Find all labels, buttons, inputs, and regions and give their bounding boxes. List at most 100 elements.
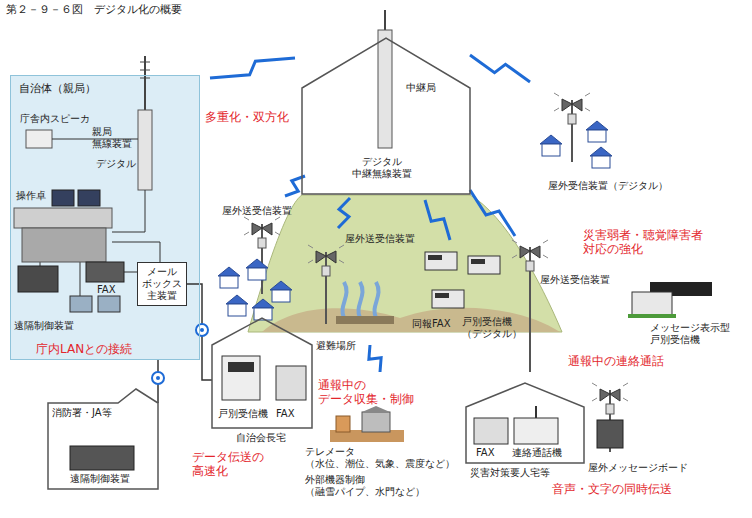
building-outline: [212, 318, 312, 428]
receiver: [632, 292, 672, 316]
sound-mark: [623, 383, 628, 401]
mountain: [248, 195, 562, 332]
text-line: （水位、潮位、気象、震度など）: [305, 458, 455, 470]
sound-mark: [543, 240, 548, 258]
text-line: 操作卓: [16, 190, 46, 202]
text-line: 通報中の連絡通話: [568, 354, 664, 368]
text-line: データ収集・制御: [318, 392, 414, 406]
console-desk: [14, 208, 112, 228]
pole: [325, 252, 327, 324]
part-label: 親局 無線装置: [92, 126, 132, 150]
sound-mark: [339, 245, 344, 263]
house-roof: [226, 295, 248, 304]
node-text: 自治会長宅: [236, 432, 286, 444]
fax-receiver: [432, 290, 464, 308]
text-line: 高速化: [192, 464, 264, 478]
house-body: [588, 130, 606, 142]
part-label: 庁舎内スピーカ: [20, 113, 90, 125]
part-label: 屋外送受信装置: [345, 233, 415, 245]
radio-bolt: [369, 345, 381, 372]
speaker-box: [26, 130, 52, 148]
radio-bolt: [470, 55, 530, 82]
text-line: 親局: [92, 126, 132, 138]
speaker-horn: [520, 246, 530, 258]
telemeter-roof: [362, 406, 390, 412]
sound-mark: [592, 383, 597, 401]
part-label: 屋外受信装置（デジタル）: [548, 180, 668, 192]
fax-machine: [86, 262, 124, 282]
pipe: [336, 416, 350, 432]
house-roof: [246, 259, 268, 268]
steam: [342, 282, 346, 318]
speaker-horn: [316, 251, 326, 263]
house-roof: [586, 121, 608, 130]
text-line: 対応の強化: [583, 242, 703, 256]
fax-receiver: [425, 252, 457, 270]
text-line: 屋外受信装置（デジタル）: [548, 180, 668, 192]
node-outline: [212, 318, 312, 448]
line-terminal: [196, 324, 208, 336]
text-line: 連絡通話機: [512, 447, 562, 459]
house-body: [248, 268, 266, 280]
text-line: 多重化・双方化: [205, 110, 289, 124]
node-text: 消防署・JA等: [52, 407, 112, 419]
house-receiver: [222, 356, 260, 400]
wire: [112, 190, 145, 232]
intercom: [514, 418, 558, 444]
node-text: FAX: [476, 447, 495, 459]
node-text: 遠隔制御装置: [70, 473, 130, 485]
receiver-box: [258, 238, 266, 248]
fax-panel: [435, 293, 449, 298]
speaker-horn: [610, 389, 620, 401]
ground: [336, 316, 394, 324]
fax-machine: [474, 418, 508, 444]
text-line: 第２－９－６図 デジタル化の概要: [6, 3, 182, 16]
sound-mark: [554, 93, 559, 111]
text-line: FAX: [476, 447, 495, 459]
speaker-horn: [600, 389, 610, 401]
receiver-box: [568, 114, 576, 124]
telemeter-box: [362, 412, 390, 432]
wire: [124, 272, 137, 273]
text-line: 通報中の: [318, 378, 414, 392]
region-fill: [10, 75, 200, 360]
text-line: （融雪パイプ、水門など）: [305, 486, 425, 498]
text-line: 災害対策要人宅等: [470, 467, 550, 479]
receiver-panel: [228, 362, 254, 372]
fax-panel: [428, 255, 442, 260]
microphone: [535, 406, 537, 418]
node-text: 戸別受信機: [218, 408, 268, 420]
pole: [261, 224, 263, 294]
feature-note: 多重化・双方化: [205, 110, 289, 124]
text-line: 同報FAX: [412, 318, 451, 330]
fax-machine: [276, 366, 306, 400]
part-label: 同報FAX: [412, 318, 451, 330]
line-terminal-dot: [156, 376, 160, 380]
text-line: ボックス: [142, 278, 182, 290]
part-label: FAX: [97, 284, 116, 296]
part-label: 操作卓: [16, 190, 46, 202]
console-base: [22, 228, 106, 262]
text-line: 外部機器制御: [305, 474, 425, 486]
text-line: （デジタル）: [462, 328, 522, 340]
part-label: 避難場所: [316, 340, 356, 352]
text-line: 避難場所: [316, 340, 356, 352]
fire-station: 消防署・JA等遠隔制御装置: [48, 383, 162, 491]
sound-mark: [512, 240, 517, 258]
text-line: テレメータ: [305, 446, 455, 458]
text-line: 遠隔制御装置: [14, 320, 74, 332]
wire: [80, 262, 81, 296]
speaker-horn: [326, 251, 336, 263]
screen: [78, 190, 100, 206]
steam: [374, 282, 378, 318]
house-roof: [218, 267, 240, 276]
text-line: メッセージ表示型: [650, 322, 730, 334]
feature-note: 通報中の データ収集・制御: [318, 378, 414, 407]
text-line: 庁内LANとの接続: [36, 342, 132, 356]
text-line: 無線装置: [92, 138, 132, 150]
radio-rack: [138, 110, 152, 190]
part-label: 屋外メッセージボード: [588, 462, 688, 474]
node-text: メール ボックス 主装置: [142, 266, 182, 302]
sound-mark: [585, 93, 590, 111]
